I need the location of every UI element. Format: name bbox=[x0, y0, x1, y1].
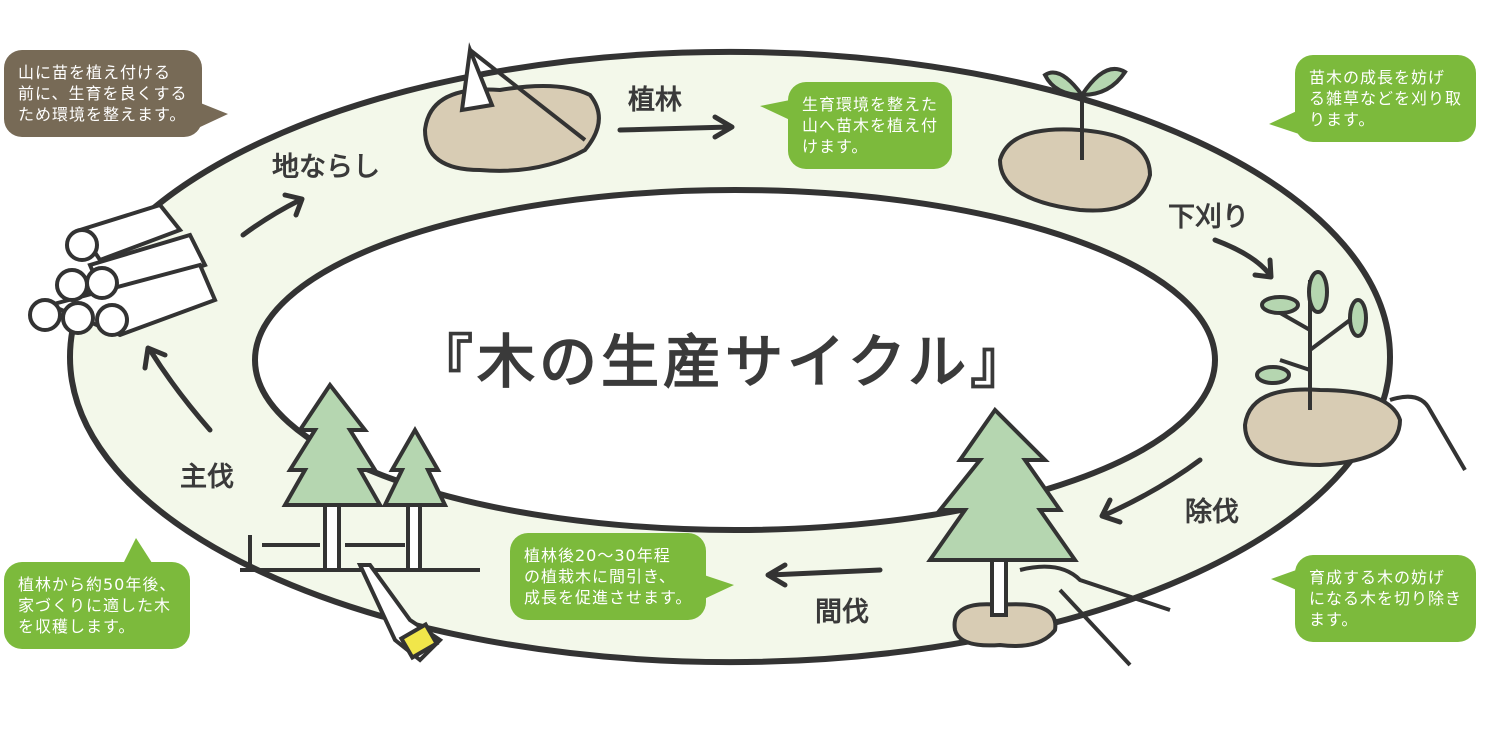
bubble-line: 植林から約50年後、 bbox=[18, 575, 177, 594]
bubble-line: 成長を促進させます。 bbox=[524, 588, 693, 607]
seedling-icon bbox=[997, 66, 1153, 213]
bubble-line: 苗木の成長を妨げ bbox=[1309, 68, 1446, 87]
arrow-shokurin bbox=[617, 114, 735, 140]
stage-shitagari: 下刈り bbox=[1168, 202, 1249, 233]
logs-icon bbox=[28, 202, 218, 338]
bubble-line: の植栽木に間引き、 bbox=[524, 567, 676, 586]
bubble-line: 山に苗を植え付ける bbox=[18, 63, 172, 82]
bubble-kanbatsu: 植林後20〜30年程 の植栽木に間引き、 成長を促進させます。 bbox=[510, 533, 735, 620]
bubble-line: を収穫します。 bbox=[18, 617, 136, 636]
bubble-jobatsu: 育成する木の妨げ になる木を切り除き ます。 bbox=[1271, 555, 1477, 642]
young-tree-icon bbox=[1242, 270, 1467, 472]
arrow-jobatsu bbox=[1099, 457, 1203, 525]
arrow-jinarashi bbox=[240, 192, 305, 238]
arrow-shubatsu bbox=[142, 345, 213, 433]
bubble-line: 家づくりに適した木 bbox=[18, 596, 172, 615]
bubble-line: けます。 bbox=[802, 137, 869, 156]
stage-jobatsu: 除伐 bbox=[1185, 497, 1239, 528]
diagram-title: 『木の生産サイクル』 bbox=[415, 328, 1033, 396]
bubble-line: 植林後20〜30年程 bbox=[524, 546, 671, 565]
bubble-shubatsu: 植林から約50年後、 家づくりに適した木 を収穫します。 bbox=[4, 538, 191, 649]
stage-shubatsu: 主伐 bbox=[180, 462, 234, 493]
soil-mound-icon bbox=[422, 42, 601, 173]
bubble-shitagari: 苗木の成長を妨げ る雑草などを刈り取 ります。 bbox=[1269, 55, 1477, 142]
arrow-shitagari bbox=[1212, 237, 1274, 280]
stage-shokurin: 植林 bbox=[628, 85, 682, 116]
mature-trees-icon bbox=[240, 381, 480, 663]
stage-kanbatsu: 間伐 bbox=[815, 597, 869, 628]
bubble-line: 前に、生育を良くする bbox=[18, 84, 188, 103]
bubble-line: 生育環境を整えた bbox=[802, 95, 939, 114]
arrow-kanbatsu bbox=[765, 562, 883, 588]
bubble-line: ため環境を整えます。 bbox=[18, 105, 187, 124]
bubble-shokurin: 生育環境を整えた 山へ苗木を植え付 けます。 bbox=[760, 82, 953, 169]
bubble-line: る雑草などを刈り取 bbox=[1309, 89, 1463, 108]
bubble-line: ります。 bbox=[1309, 110, 1376, 129]
bubble-jinarashi: 山に苗を植え付ける 前に、生育を良くする ため環境を整えます。 bbox=[4, 50, 228, 137]
bubble-line: 山へ苗木を植え付 bbox=[802, 116, 939, 135]
tree-icon bbox=[926, 406, 1171, 667]
bubble-line: ます。 bbox=[1309, 610, 1359, 629]
bubble-line: になる木を切り除き bbox=[1309, 589, 1463, 608]
bubble-line: 育成する木の妨げ bbox=[1309, 568, 1446, 587]
stage-jinarashi: 地ならし bbox=[272, 152, 380, 183]
